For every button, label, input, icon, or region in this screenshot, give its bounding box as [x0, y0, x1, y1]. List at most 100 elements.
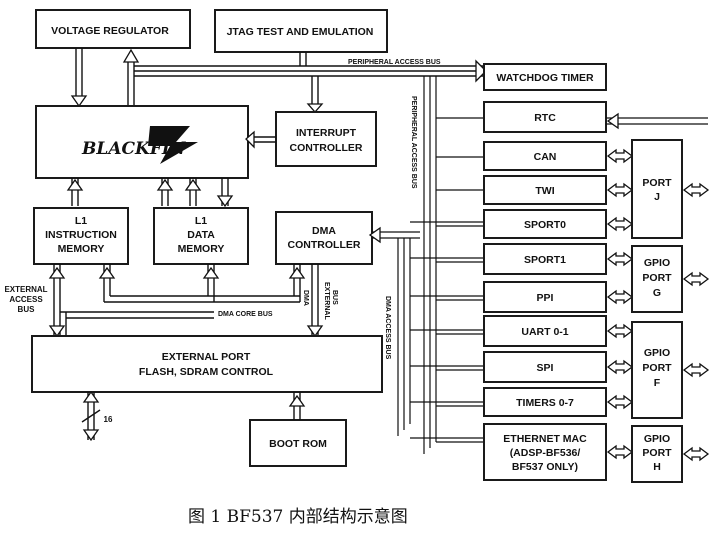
sport1-port-arrow: [606, 251, 634, 267]
l1-instruction-memory-block: L1 INSTRUCTION MEMORY: [33, 207, 129, 265]
jtag-block: JTAG TEST AND EMULATION: [214, 9, 388, 53]
watchdog-label: WATCHDOG TIMER: [496, 72, 594, 84]
peripheral-access-bus-top: PERIPHERAL ACCESS BUS: [134, 52, 487, 113]
dma-access-bus-vertical: DMA ACCESS BUS: [368, 226, 420, 436]
external-16bit-bus: 16: [81, 390, 113, 442]
spi-label: SPI: [537, 362, 554, 374]
gpio-h-label-2: PORT: [642, 447, 672, 459]
l1d-label-2: DATA: [187, 229, 215, 241]
external-access-bus: EXTERNAL ACCESS BUS: [4, 264, 214, 338]
spi-port-arrow: [606, 359, 634, 375]
l1i-label-1: L1: [75, 215, 87, 227]
twi-block: TWI: [483, 175, 607, 205]
interrupt-controller-block: INTERRUPT CONTROLLER: [275, 111, 377, 167]
dma-label-1: DMA: [312, 225, 336, 237]
uart-block: UART 0-1: [483, 315, 607, 347]
timers-port-arrow: [606, 394, 634, 410]
port-j-label-2: J: [654, 191, 660, 203]
port-j-label-1: PORT: [642, 177, 672, 189]
can-block: CAN: [483, 141, 607, 171]
ethernet-port-arrow: [606, 444, 634, 460]
external-port-block: EXTERNAL PORT FLASH, SDRAM CONTROL: [31, 335, 383, 393]
dma-access-bus-label: DMA ACCESS BUS: [384, 296, 391, 360]
spi-block: SPI: [483, 351, 607, 383]
ppi-label: PPI: [537, 292, 554, 304]
sport0-port-arrow: [606, 216, 634, 232]
boot-rom-label: BOOT ROM: [269, 438, 327, 450]
ethernet-label-3: BF537 ONLY): [512, 461, 578, 473]
l1i-label-2: INSTRUCTION: [45, 229, 117, 241]
dma-core-bus-label: DMA CORE BUS: [218, 311, 273, 318]
sport1-block: SPORT1: [483, 243, 607, 275]
uart-port-arrow: [606, 323, 634, 339]
ethernet-mac-block: ETHERNET MAC (ADSP-BF536/ BF537 ONLY): [483, 423, 607, 481]
ppi-port-arrow: [606, 289, 634, 305]
can-port-arrow: [606, 148, 634, 164]
port-external-arrows: [682, 182, 710, 462]
dma-core-bus: DMA CORE BUS: [98, 264, 306, 318]
figure-caption: 图 1 BF537 内部结构示意图: [188, 507, 408, 527]
gpio-f-label-1: GPIO: [644, 347, 670, 359]
boot-rom-block: BOOT ROM: [249, 392, 347, 467]
sport0-block: SPORT0: [483, 209, 607, 239]
external-access-bus-label-3: BUS: [18, 305, 36, 314]
peripheral-access-bus-label: PERIPHERAL ACCESS BUS: [348, 59, 441, 66]
gpio-g-label-1: GPIO: [644, 257, 670, 269]
twi-label: TWI: [535, 185, 554, 197]
uart-label: UART 0-1: [521, 326, 568, 338]
ppi-block: PPI: [483, 281, 607, 313]
external-access-bus-label-2: ACCESS: [9, 295, 43, 304]
peripheral-connectors: [410, 117, 484, 443]
timers-block: TIMERS 0-7: [483, 387, 607, 417]
dma-external-bus-label-3: BUS: [331, 290, 338, 305]
voltage-regulator-block: VOLTAGE REGULATOR: [35, 9, 191, 49]
gpio-f-ext-arrow: [682, 362, 710, 378]
core-l1-links: [66, 178, 234, 208]
external-access-bus-label-1: EXTERNAL: [4, 285, 47, 294]
l1d-label-3: MEMORY: [178, 243, 225, 255]
dma-external-bus: DMA EXTERNAL BUS: [302, 264, 338, 338]
gpio-h-label-1: GPIO: [644, 433, 670, 445]
port-j-block: PORT J: [631, 139, 683, 239]
dma-external-bus-label-2: EXTERNAL: [323, 282, 330, 320]
dma-label-2: CONTROLLER: [288, 239, 361, 251]
interrupt-label-1: INTERRUPT: [296, 127, 357, 139]
gpio-f-label-2: PORT: [642, 362, 672, 374]
sport1-label: SPORT1: [524, 254, 566, 266]
bus-width-label: 16: [104, 415, 113, 424]
l1i-label-3: MEMORY: [58, 243, 105, 255]
dma-external-bus-label-1: DMA: [302, 290, 309, 306]
ethernet-label-2: (ADSP-BF536/: [510, 447, 581, 459]
jtag-label: JTAG TEST AND EMULATION: [227, 26, 374, 38]
gpio-h-ext-arrow: [682, 446, 710, 462]
dma-controller-block: DMA CONTROLLER: [275, 211, 373, 265]
gpio-port-h-block: GPIO PORT H: [631, 425, 683, 483]
voltage-regulator-label: VOLTAGE REGULATOR: [51, 25, 169, 37]
gpio-f-label-3: F: [654, 377, 661, 389]
external-port-label-2: FLASH, SDRAM CONTROL: [139, 366, 274, 378]
twi-port-arrow: [606, 182, 634, 198]
gpio-g-ext-arrow: [682, 271, 710, 287]
peripheral-access-bus-vertical: PERIPHERAL ACCESS BUS: [410, 76, 437, 454]
blackfin-core-block: BLACKFIN: [35, 105, 249, 179]
external-port-label-1: EXTERNAL PORT: [162, 351, 251, 363]
gpio-port-g-block: GPIO PORT G: [631, 245, 683, 313]
rtc-block: RTC: [483, 101, 708, 133]
gpio-port-f-block: GPIO PORT F: [631, 321, 683, 419]
sport0-label: SPORT0: [524, 219, 566, 231]
interrupt-label-2: CONTROLLER: [290, 142, 363, 154]
gpio-h-label-3: H: [653, 461, 661, 473]
port-double-arrows: [606, 148, 634, 460]
blackfin-fin-icon: [148, 126, 198, 164]
vreg-core-link: [70, 48, 140, 108]
can-label: CAN: [534, 151, 557, 163]
interrupt-core-link: [245, 130, 276, 149]
watchdog-timer-block: WATCHDOG TIMER: [483, 63, 607, 91]
gpio-g-label-2: PORT: [642, 272, 672, 284]
timers-label: TIMERS 0-7: [516, 397, 574, 409]
l1d-label-1: L1: [195, 215, 207, 227]
gpio-g-label-3: G: [653, 287, 661, 299]
l1-data-memory-block: L1 DATA MEMORY: [153, 207, 249, 265]
port-j-ext-arrow: [682, 182, 710, 198]
